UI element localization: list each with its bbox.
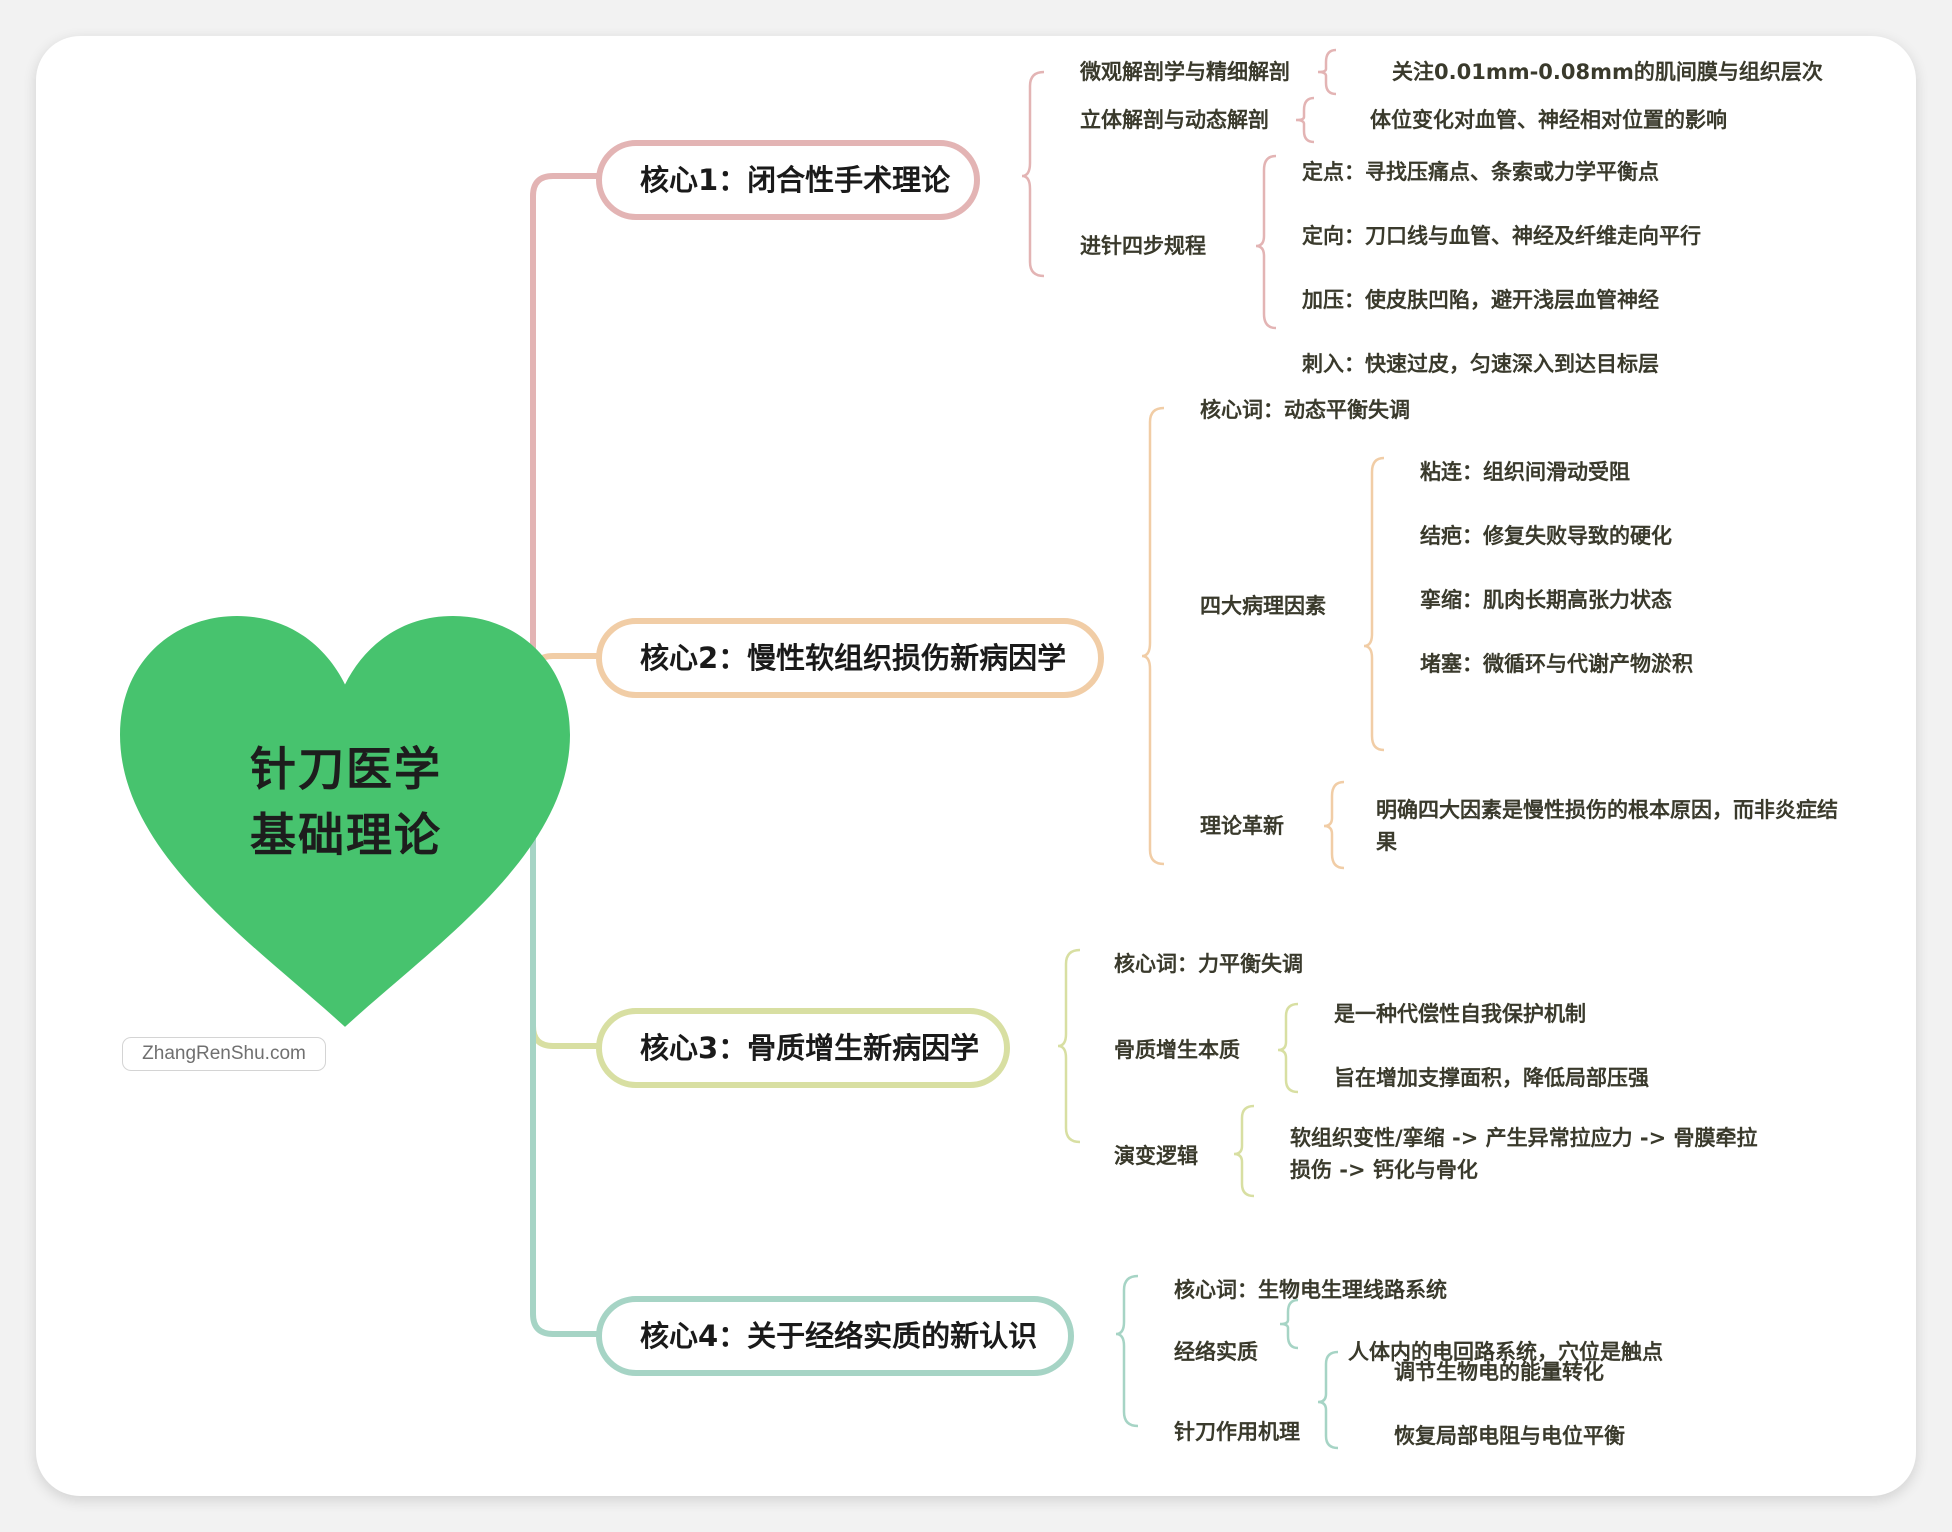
core1-step-press[interactable]: 加压：使皮肤凹陷，避开浅层血管神经 <box>1302 288 1659 312</box>
core2-factor-adhesion[interactable]: 粘连：组织间滑动受阻 <box>1420 460 1630 484</box>
bracket-core2-item3 <box>1323 780 1345 870</box>
core3-item-essence[interactable]: 骨质增生本质 <box>1114 1038 1240 1062</box>
watermark-label: ZhangRenShu.com <box>122 1037 326 1071</box>
core4-mechanism-energy[interactable]: 调节生物电的能量转化 <box>1394 1360 1604 1384</box>
root-title: 针刀医学 基础理论 <box>196 736 496 868</box>
core1-item-stereo-anatomy[interactable]: 立体解剖与动态解剖 <box>1080 108 1269 132</box>
bracket-core4 <box>1115 1274 1139 1428</box>
core3-evolution-detail[interactable]: 软组织变性/挛缩 -> 产生异常拉应力 -> 骨膜牵拉损伤 -> 钙化与骨化 <box>1290 1126 1758 1182</box>
core-node-2[interactable]: 核心2：慢性软组织损伤新病因学 <box>596 618 1104 698</box>
core3-essence-support[interactable]: 旨在增加支撑面积，降低局部压强 <box>1334 1066 1649 1090</box>
bracket-core1 <box>1021 70 1045 278</box>
bracket-core1-item1 <box>1317 48 1337 96</box>
core-node-3[interactable]: 核心3：骨质增生新病因学 <box>596 1008 1010 1088</box>
core2-factor-contracture[interactable]: 挛缩：肌肉长期高张力状态 <box>1420 588 1672 612</box>
core2-item-innovation[interactable]: 理论革新 <box>1200 814 1284 838</box>
core-node-4[interactable]: 核心4：关于经络实质的新认识 <box>596 1296 1074 1376</box>
root-title-line2: 基础理论 <box>250 808 442 862</box>
core2-item-four-factors[interactable]: 四大病理因素 <box>1200 594 1326 618</box>
bracket-core4-item2 <box>1279 1298 1299 1350</box>
core1-item-microanatomy-detail[interactable]: 关注0.01mm-0.08mm的肌间膜与组织层次 <box>1392 60 1823 84</box>
bracket-core2 <box>1141 406 1165 866</box>
core1-item-microanatomy[interactable]: 微观解剖学与精细解剖 <box>1080 60 1290 84</box>
connector-lines <box>516 48 1385 1450</box>
heart-root-node <box>120 616 570 1027</box>
core1-item-four-steps[interactable]: 进针四步规程 <box>1080 234 1206 258</box>
core3-item-keyword[interactable]: 核心词：力平衡失调 <box>1114 952 1303 976</box>
core4-item-meridian-essence[interactable]: 经络实质 <box>1174 1340 1258 1364</box>
core4-item-keyword[interactable]: 核心词：生物电生理线路系统 <box>1174 1278 1447 1302</box>
core1-step-locate[interactable]: 定点：寻找压痛点、条索或力学平衡点 <box>1302 160 1659 184</box>
bracket-core2-item2 <box>1363 456 1385 752</box>
bracket-core3-item2 <box>1277 1002 1299 1094</box>
root-title-line1: 针刀医学 <box>250 742 442 796</box>
bracket-core3-item3 <box>1233 1104 1255 1198</box>
bracket-core1-item3 <box>1255 154 1277 330</box>
bracket-core3 <box>1057 948 1081 1144</box>
core2-item-innovation-detail[interactable]: 明确四大因素是慢性损伤的根本原因，而非炎症结果 <box>1376 798 1838 854</box>
core1-item-stereo-anatomy-detail[interactable]: 体位变化对血管、神经相对位置的影响 <box>1370 108 1727 132</box>
core4-mechanism-balance[interactable]: 恢复局部电阻与电位平衡 <box>1394 1424 1625 1448</box>
connector-core4 <box>530 767 598 1337</box>
core2-item-keyword[interactable]: 核心词：动态平衡失调 <box>1200 398 1410 422</box>
core2-factor-scar[interactable]: 结疤：修复失败导致的硬化 <box>1420 524 1672 548</box>
core1-step-insert[interactable]: 刺入：快速过皮，匀速深入到达目标层 <box>1302 352 1659 376</box>
core2-factor-blockage[interactable]: 堵塞：微循环与代谢产物淤积 <box>1420 652 1693 676</box>
mindmap-canvas: 针刀医学 基础理论 ZhangRenShu.com 核心1：闭合性手术理论 核心… <box>36 36 1916 1496</box>
core4-meridian-circuit[interactable]: 人体内的电回路系统，穴位是触点 <box>1348 1340 1663 1364</box>
connector-core1 <box>530 173 598 756</box>
core3-essence-compensatory[interactable]: 是一种代偿性自我保护机制 <box>1334 1002 1586 1026</box>
bracket-core4-item3 <box>1317 1350 1339 1450</box>
core3-item-evolution[interactable]: 演变逻辑 <box>1114 1144 1198 1168</box>
core4-item-mechanism[interactable]: 针刀作用机理 <box>1174 1420 1300 1444</box>
core1-step-orient[interactable]: 定向：刀口线与血管、神经及纤维走向平行 <box>1302 224 1701 248</box>
core-node-1[interactable]: 核心1：闭合性手术理论 <box>596 140 980 220</box>
bracket-core1-item2 <box>1295 96 1315 144</box>
